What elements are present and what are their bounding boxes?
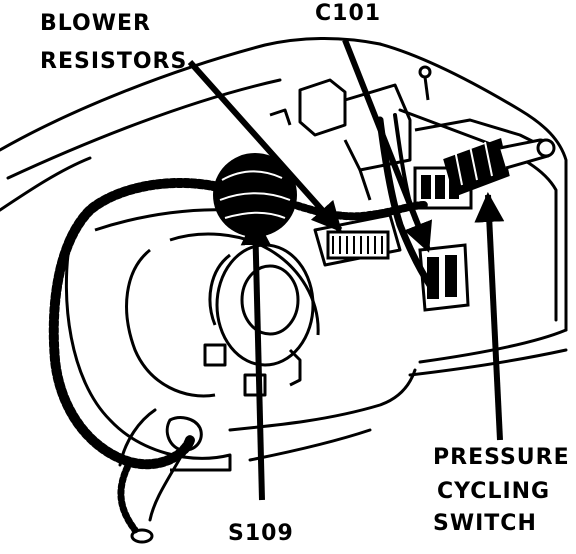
blower-resistors-label: BLOWER RESISTORS: [40, 11, 187, 74]
pressure-cycling-switch-label: PRESSURE CYCLING SWITCH: [433, 445, 576, 536]
pressure-switch-arrow: [474, 192, 505, 441]
s109-splice: [213, 153, 297, 237]
blower-resistors-arrow: [187, 60, 343, 233]
s109-label: S109: [228, 521, 294, 546]
pressure-label-line2: CYCLING: [437, 479, 550, 504]
blower-resistors-line2: RESISTORS: [40, 49, 187, 74]
upper-module: [269, 65, 541, 201]
pressure-cycling-switch: [443, 138, 556, 197]
pressure-label-line1: PRESSURE: [433, 445, 570, 470]
leader-arrows: [187, 38, 505, 501]
pressure-label-line3: SWITCH: [433, 511, 537, 536]
c101-label: C101: [315, 1, 381, 26]
c101-arrow: [342, 38, 433, 253]
blower-resistor-block: [326, 230, 390, 260]
blower-resistors-line1: BLOWER: [40, 11, 151, 36]
s109-arrow: [240, 215, 271, 501]
